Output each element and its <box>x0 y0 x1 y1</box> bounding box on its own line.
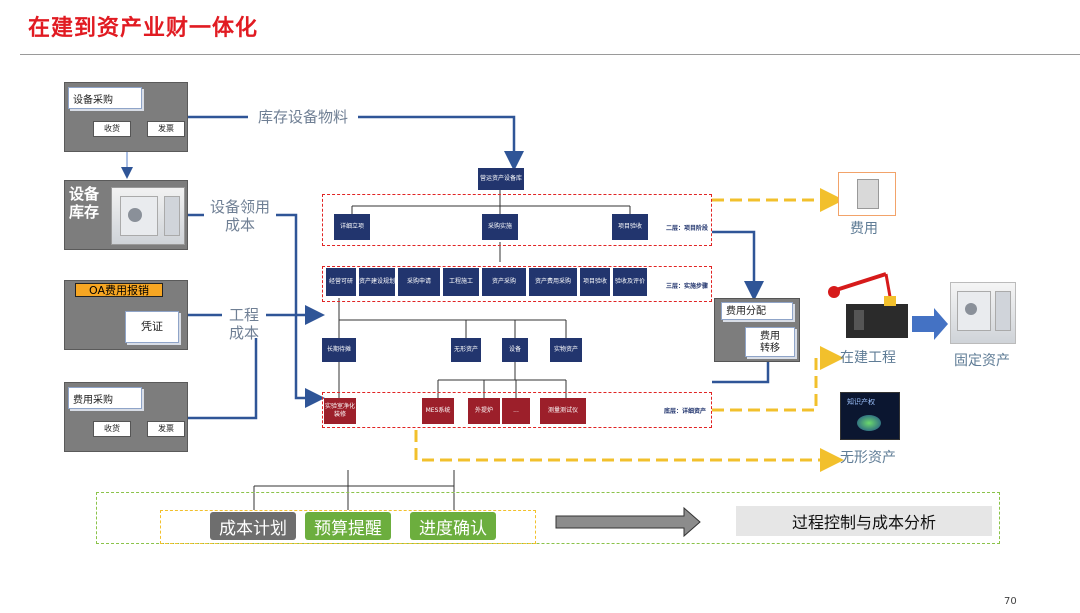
construction-label: 在建工程 <box>840 350 896 366</box>
process-control-summary: 过程控制与成本分析 <box>736 506 992 536</box>
arrow-stage-cost <box>712 230 764 301</box>
stage3-label: 三层：实施步骤 <box>666 283 709 290</box>
bottom-frame <box>96 492 1000 544</box>
dash-intangible <box>414 430 844 472</box>
level4-item[interactable]: MES系统 <box>422 398 454 424</box>
fixed-asset-image <box>950 282 1016 344</box>
book-cover-text: 知识产权 <box>847 398 875 406</box>
level3-item[interactable]: 实物资产 <box>550 338 582 362</box>
stage2-label: 二层：项目阶段 <box>666 225 709 232</box>
invoice-button[interactable]: 发票 <box>147 121 185 137</box>
page-title: 在建到资产业财一体化 <box>28 16 259 41</box>
title-divider <box>20 54 1080 55</box>
document-icon <box>857 179 879 209</box>
arrow-equip-cost <box>276 213 325 408</box>
stage2-frame <box>322 194 712 246</box>
stage3-frame <box>322 266 712 302</box>
voucher-doc[interactable]: 凭证 <box>125 311 179 343</box>
level1-item[interactable]: 采购实施 <box>482 214 518 240</box>
level2-item[interactable]: 资产采购 <box>482 268 526 296</box>
level2-item[interactable]: 资产费用采购 <box>529 268 577 296</box>
arrow-summary <box>555 506 701 538</box>
oa-panel: OA费用报销 凭证 <box>64 280 188 350</box>
level2-item[interactable]: 采购申请 <box>398 268 440 296</box>
arrow-fixed <box>912 308 948 340</box>
line-p2-cost <box>188 338 258 420</box>
fixed-asset-label: 固定资产 <box>954 353 1010 369</box>
receive-button[interactable]: 收货 <box>93 121 131 137</box>
bottom-items-frame <box>160 510 536 544</box>
level2-item[interactable]: 资产建设规划 <box>359 268 395 296</box>
expense-purchase-panel: 费用采购 收货 发票 <box>64 382 188 452</box>
cost-allocation-panel: 费用分配 费用 转移 <box>714 298 800 362</box>
level2-row: 经营可研 资产建设规划 采购申请 工程施工 资产采购 资产费用采购 项目验收 验… <box>326 268 656 298</box>
dash-construction <box>712 346 844 412</box>
oa-banner: OA费用报销 <box>75 283 163 297</box>
arrow-stock-2 <box>358 115 524 171</box>
expense-purchase-doc[interactable]: 费用采购 <box>68 387 142 409</box>
level1-item[interactable]: 项目验收 <box>612 214 648 240</box>
level3-item[interactable]: 无形资产 <box>451 338 481 362</box>
tree-lines <box>253 190 631 510</box>
equipment-image <box>111 187 185 245</box>
invoice-button-2[interactable]: 发票 <box>147 421 185 437</box>
equip-cost-label: 设备领用 成本 <box>209 198 270 234</box>
level4-item[interactable]: 外提炉 <box>468 398 500 424</box>
eng-cost-label: 工程 成本 <box>228 306 259 342</box>
inventory-label: 设备 库存 <box>69 185 100 221</box>
level1-item[interactable]: 详细立项 <box>334 214 370 240</box>
level4-item[interactable]: ... <box>502 398 530 424</box>
purchase-doc[interactable]: 设备采购 <box>68 87 142 109</box>
level2-item[interactable]: 经营可研 <box>326 268 356 296</box>
tree-root[interactable]: 营运资产设备库 <box>478 168 524 190</box>
cost-transfer-doc[interactable]: 费用 转移 <box>745 327 795 357</box>
level4-item[interactable]: 测量测试仪 <box>540 398 586 424</box>
arrow-cost-construction <box>712 362 770 384</box>
budget-alert-button[interactable]: 预算提醒 <box>305 512 391 540</box>
level3-item[interactable]: 设备 <box>502 338 528 362</box>
progress-confirm-button[interactable]: 进度确认 <box>410 512 496 540</box>
purchase-source-panel: 设备采购 收货 发票 <box>64 82 188 152</box>
level3-item[interactable]: 长期待摊 <box>322 338 356 362</box>
page-number: 70 <box>1004 596 1017 607</box>
inventory-panel: 设备 库存 <box>64 180 188 250</box>
cost-plan-button[interactable]: 成本计划 <box>210 512 296 540</box>
level4-item[interactable]: 实验室净化装修 <box>324 398 356 424</box>
level2-item[interactable]: 工程施工 <box>443 268 479 296</box>
expense-box <box>838 172 896 216</box>
level2-item[interactable]: 项目验收 <box>580 268 610 296</box>
stock-label: 库存设备物料 <box>257 108 348 126</box>
construction-image <box>826 268 912 340</box>
level2-item[interactable]: 验收及评价 <box>613 268 647 296</box>
receive-button-2[interactable]: 收货 <box>93 421 131 437</box>
cost-allocation-title[interactable]: 费用分配 <box>721 302 793 320</box>
stage4-label: 底层：详细资产 <box>664 408 707 415</box>
expense-label: 费用 <box>850 221 878 237</box>
stage4-frame <box>322 392 712 428</box>
intangible-label: 无形资产 <box>840 450 896 466</box>
intangible-book-cover: 知识产权 <box>840 392 900 440</box>
